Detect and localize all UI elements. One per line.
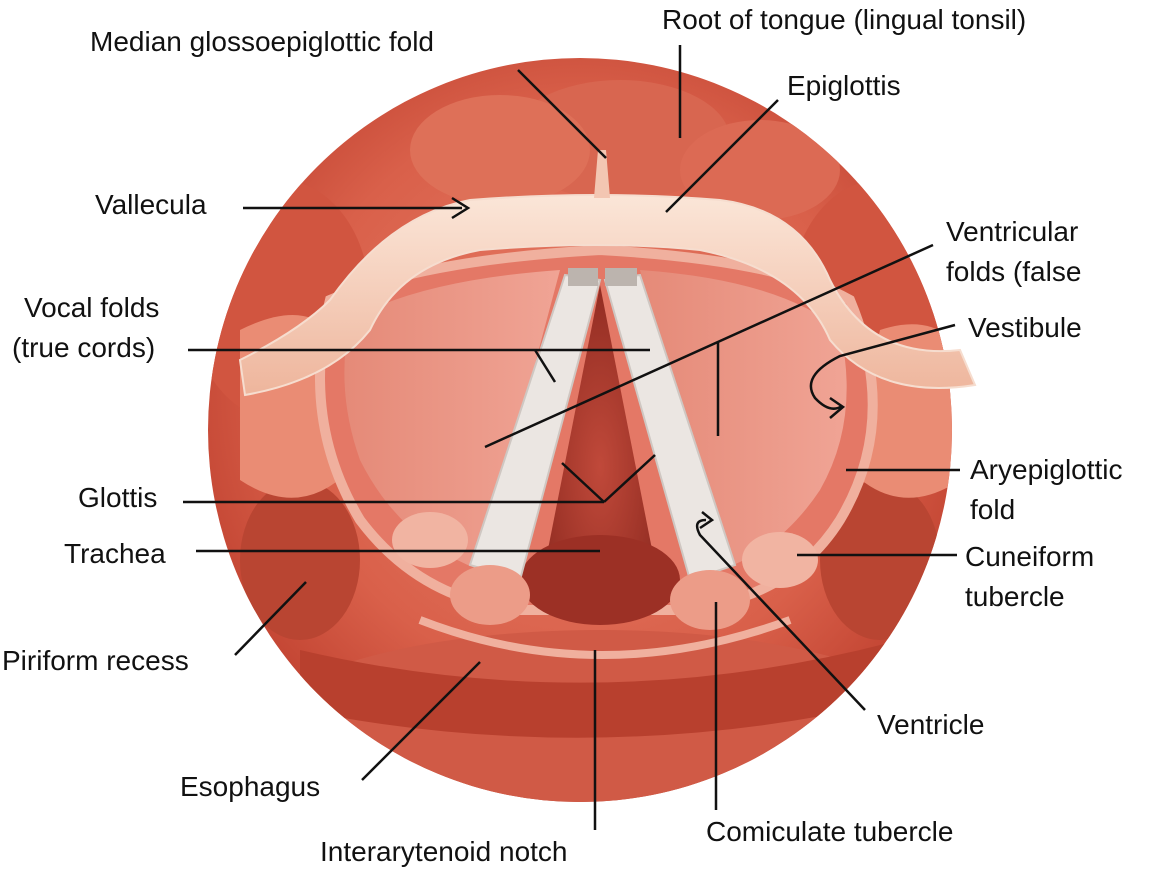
corniculate-tubercle-left bbox=[450, 565, 530, 625]
label-vocal-folds-line2: (true cords) bbox=[12, 332, 156, 363]
label-root-of-tongue: Root of tongue (lingual tonsil) bbox=[662, 4, 1027, 35]
ventricular-fold-right bbox=[640, 270, 847, 570]
label-median-glossoepiglottic-fold: Median glossoepiglottic fold bbox=[90, 26, 434, 57]
label-ventricular-folds-line1: Ventricular bbox=[946, 216, 1079, 247]
vallecula-arrowhead bbox=[451, 196, 471, 220]
label-glottis: Glottis bbox=[78, 482, 158, 513]
label-corniculate-tubercle: Comiculate tubercle bbox=[706, 816, 954, 847]
vestibule-arrowhead bbox=[829, 396, 846, 419]
label-cuneiform-tubercle: Cuneiform tubercle bbox=[965, 537, 1094, 617]
ventricular-fold-left bbox=[344, 270, 560, 570]
label-cuneiform-tubercle-line2: tubercle bbox=[965, 581, 1065, 612]
label-ventricle: Ventricle bbox=[877, 709, 985, 740]
label-vestibule: Vestibule bbox=[968, 312, 1082, 343]
cuneiform-tubercle-right bbox=[742, 532, 818, 588]
cuneiform-tubercle-left bbox=[392, 512, 468, 568]
label-aryepiglottic-fold: Aryepiglottic fold bbox=[970, 450, 1123, 530]
label-piriform-recess: Piriform recess bbox=[2, 645, 189, 676]
piriform-recess-shape bbox=[240, 480, 360, 640]
ventricle-arrowhead bbox=[699, 511, 715, 530]
label-epiglottis: Epiglottis bbox=[787, 70, 901, 101]
label-cuneiform-tubercle-line1: Cuneiform bbox=[965, 541, 1095, 572]
label-interarytenoid-notch: Interarytenoid notch bbox=[320, 836, 568, 867]
label-aryepiglottic-fold-line1: Aryepiglottic bbox=[970, 454, 1123, 485]
label-ventricular-folds-line2: folds (false bbox=[946, 256, 1082, 287]
leader-lines bbox=[183, 45, 960, 830]
epiglottis-shape bbox=[238, 194, 977, 397]
label-vallecula: Vallecula bbox=[95, 189, 207, 220]
label-trachea: Trachea bbox=[64, 538, 166, 569]
label-ventricular-folds: Ventricular folds (false bbox=[946, 212, 1081, 292]
corniculate-tubercle-right bbox=[670, 570, 750, 630]
median-glossoepiglottic-fold-shape bbox=[594, 150, 610, 198]
label-vocal-folds-line1: Vocal folds bbox=[24, 292, 160, 323]
label-esophagus: Esophagus bbox=[180, 771, 321, 802]
label-vocal-folds: Vocal folds (true cords) bbox=[12, 288, 159, 368]
airway bbox=[540, 285, 660, 615]
label-aryepiglottic-fold-line2: fold bbox=[970, 494, 1016, 525]
